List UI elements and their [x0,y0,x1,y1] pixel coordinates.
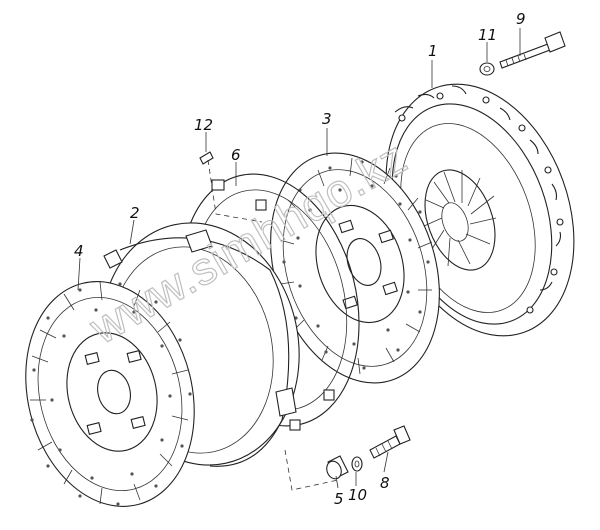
leader-lines [77,28,521,489]
disc-front-springs [84,350,146,435]
clutch-disc-front [25,281,195,507]
callout-3: 3 [322,110,332,128]
ring-lugs [211,179,335,431]
pin-12 [199,151,214,165]
bolt-8 [369,425,411,459]
callout-2: 2 [130,204,140,222]
bolt-9 [499,31,566,69]
callout-labels: 1 2 3 4 5 6 8 9 10 11 12 [74,10,526,508]
bushing-5 [326,455,349,480]
callout-1: 1 [428,42,438,60]
cover-bolt-holes [398,92,564,314]
washer-11 [479,62,495,76]
disc-front-rivets [30,282,192,506]
disc-rear-springs [338,219,398,310]
callout-11: 11 [478,26,497,44]
callout-5: 5 [334,490,344,508]
callout-6: 6 [231,146,241,164]
callout-8: 8 [380,474,390,492]
callout-9: 9 [516,10,526,28]
washer-10 [351,456,363,472]
clutch-disc-rear [270,152,440,384]
callout-12: 12 [194,116,213,134]
callout-10: 10 [348,486,367,504]
callout-4: 4 [74,242,84,260]
